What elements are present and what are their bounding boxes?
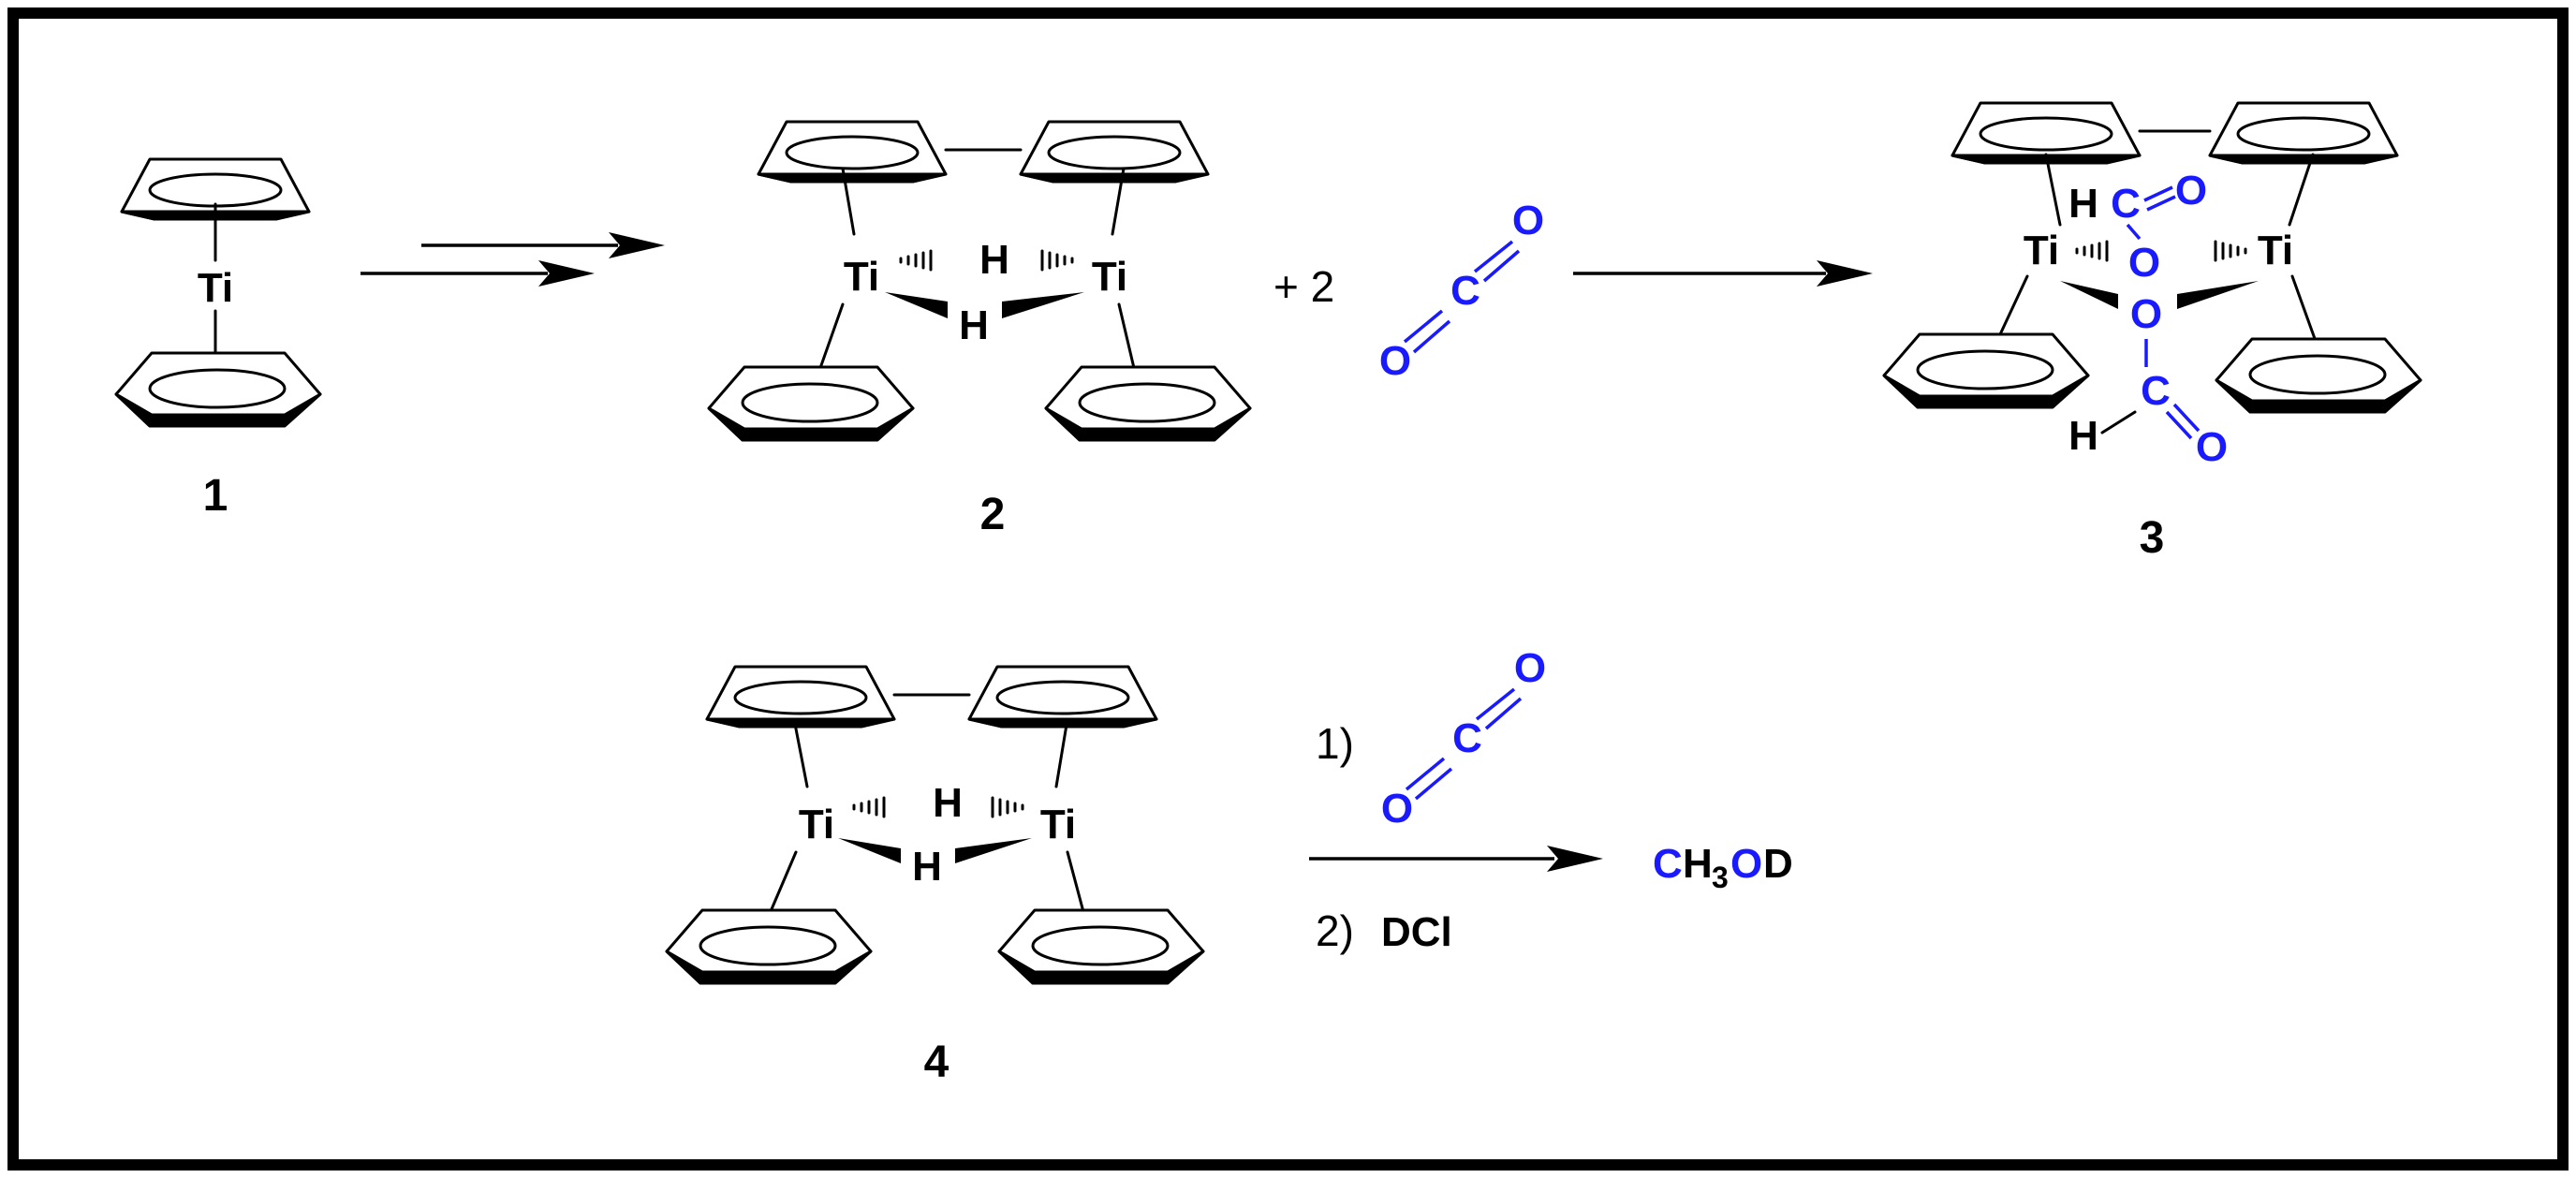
step-1-label: 1)	[1316, 719, 1354, 768]
hydride-top-2: H	[979, 237, 1009, 283]
ti-atom-2a: Ti	[844, 254, 879, 300]
svg-text:O: O	[1381, 786, 1413, 832]
ti-atom-4a: Ti	[799, 802, 834, 847]
compound-3-structure: Ti Ti H C O O O C O H	[1882, 101, 2422, 470]
frame-border	[7, 7, 2569, 1171]
compound-label-1: 1	[203, 471, 228, 521]
formate-c-top: C	[2111, 181, 2141, 227]
reaction-arrow-2	[1309, 846, 1603, 872]
step-2-label: 2)	[1316, 906, 1354, 955]
svg-text:C: C	[1452, 715, 1482, 761]
ti-atom-2b: Ti	[1092, 254, 1127, 300]
co2-molecule-1: O C O	[1379, 198, 1544, 384]
svg-text:3: 3	[1712, 861, 1729, 894]
dcl-reagent: DCl	[1381, 909, 1452, 955]
reaction-arrow-1	[1573, 260, 1873, 287]
ti-atom-1: Ti	[198, 265, 233, 311]
formate-c-bottom: C	[2141, 368, 2171, 414]
co2-molecule-2: O C O	[1381, 645, 1546, 832]
compound-label-2: 2	[980, 490, 1006, 539]
formate-h-bottom: H	[2068, 413, 2098, 459]
plus-two-label: + 2	[1273, 262, 1334, 311]
compound-2-structure: Ti Ti H H	[707, 120, 1252, 442]
svg-text:C: C	[1653, 841, 1683, 887]
ti-atom-3a: Ti	[2024, 228, 2059, 273]
svg-text:O: O	[1379, 338, 1411, 384]
svg-text:H: H	[1683, 841, 1713, 887]
hydride-top-4: H	[933, 780, 963, 826]
ti-atom-4b: Ti	[1040, 802, 1076, 847]
svg-text:O: O	[1514, 645, 1546, 691]
svg-text:O: O	[1730, 841, 1762, 887]
compound-4-structure: Ti Ti H H	[665, 665, 1205, 985]
compound-label-3: 3	[2140, 513, 2165, 563]
formate-o-top-bridge: O	[2128, 240, 2160, 286]
formate-o-bottom-bridge: O	[2130, 291, 2162, 337]
hydride-bottom-4: H	[912, 844, 942, 890]
svg-text:O: O	[1512, 198, 1544, 243]
svg-text:C: C	[1450, 268, 1480, 314]
ti-atom-3b: Ti	[2258, 228, 2293, 273]
formate-o-bottom-carbonyl: O	[2196, 424, 2228, 470]
hydride-bottom-2: H	[959, 302, 989, 348]
compound-label-4: 4	[924, 1038, 949, 1087]
formate-h-top: H	[2068, 181, 2098, 227]
formate-o-top-carbonyl: O	[2175, 168, 2207, 214]
svg-text:D: D	[1763, 841, 1793, 887]
product-ch3od: C H 3 O D	[1653, 841, 1793, 894]
compound-1-structure: Ti	[114, 157, 322, 428]
multistep-arrow	[361, 232, 665, 287]
